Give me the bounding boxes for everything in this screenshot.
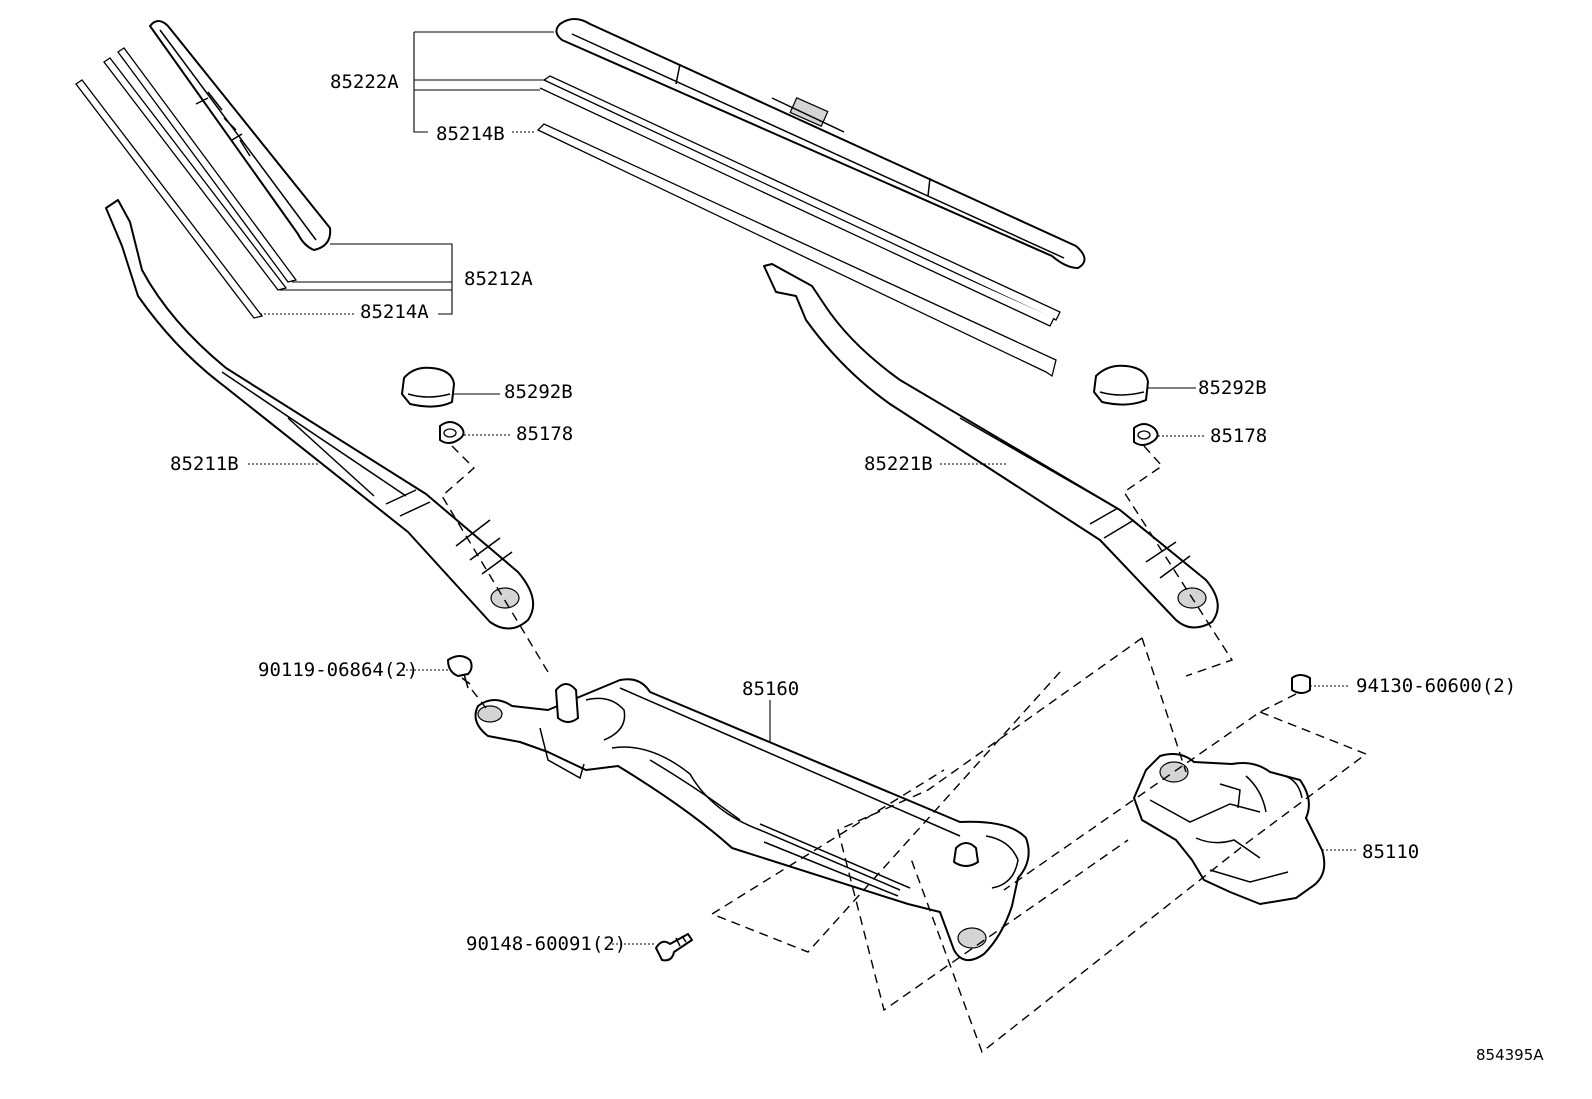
callout-85222A: 85222A: [330, 71, 399, 93]
callout-85110: 85110: [1362, 841, 1419, 863]
callout-94130-60600: 94130-60600(2): [1356, 675, 1516, 697]
right-wiper-arm-85221B: [763, 263, 1219, 629]
right-blade-rubber-strip: [539, 75, 1061, 327]
left-pivot-cap-85292B: [401, 366, 455, 408]
callout-labels: 85222A 85214B 85212A 85214A 85292B 85178…: [170, 71, 1544, 1064]
right-blade-rubber-85214B: [536, 123, 1057, 378]
callout-85212A: 85212A: [464, 268, 533, 290]
leader-lines: [248, 31, 1356, 945]
right-wiper-blade-85222A: [555, 18, 1086, 269]
callout-85214B: 85214B: [436, 123, 505, 145]
right-nut-85178: [1133, 423, 1159, 446]
left-blade-rubber-85214A: [75, 79, 264, 319]
left-blade-rubber-strips: [103, 47, 298, 291]
bolt-90119-06864: [447, 655, 473, 689]
wiper-motor-85110: [1133, 753, 1326, 905]
diagram-reference-code: 854395A: [1476, 1046, 1544, 1064]
callout-85178-right: 85178: [1210, 425, 1267, 447]
left-nut-85178: [439, 421, 465, 444]
callout-90148-60091: 90148-60091(2): [466, 933, 626, 955]
callout-85214A: 85214A: [360, 301, 429, 323]
callout-85211B: 85211B: [170, 453, 239, 475]
wiper-linkage-85160: [474, 678, 1030, 961]
callout-85178-left: 85178: [516, 423, 573, 445]
right-pivot-cap-85292B: [1093, 364, 1149, 406]
screw-90148-60091: [655, 933, 693, 962]
callout-85221B: 85221B: [864, 453, 933, 475]
callout-85160: 85160: [742, 678, 799, 700]
left-wiper-blade-85212A: [149, 20, 332, 251]
callout-90119-06864: 90119-06864(2): [258, 659, 418, 681]
nut-94130-60600: [1291, 674, 1311, 694]
callout-85292B-right: 85292B: [1198, 377, 1267, 399]
left-wiper-arm-85211B: [105, 199, 535, 630]
assembly-guide-lines: [441, 445, 1368, 1054]
callout-85292B-left: 85292B: [504, 381, 573, 403]
